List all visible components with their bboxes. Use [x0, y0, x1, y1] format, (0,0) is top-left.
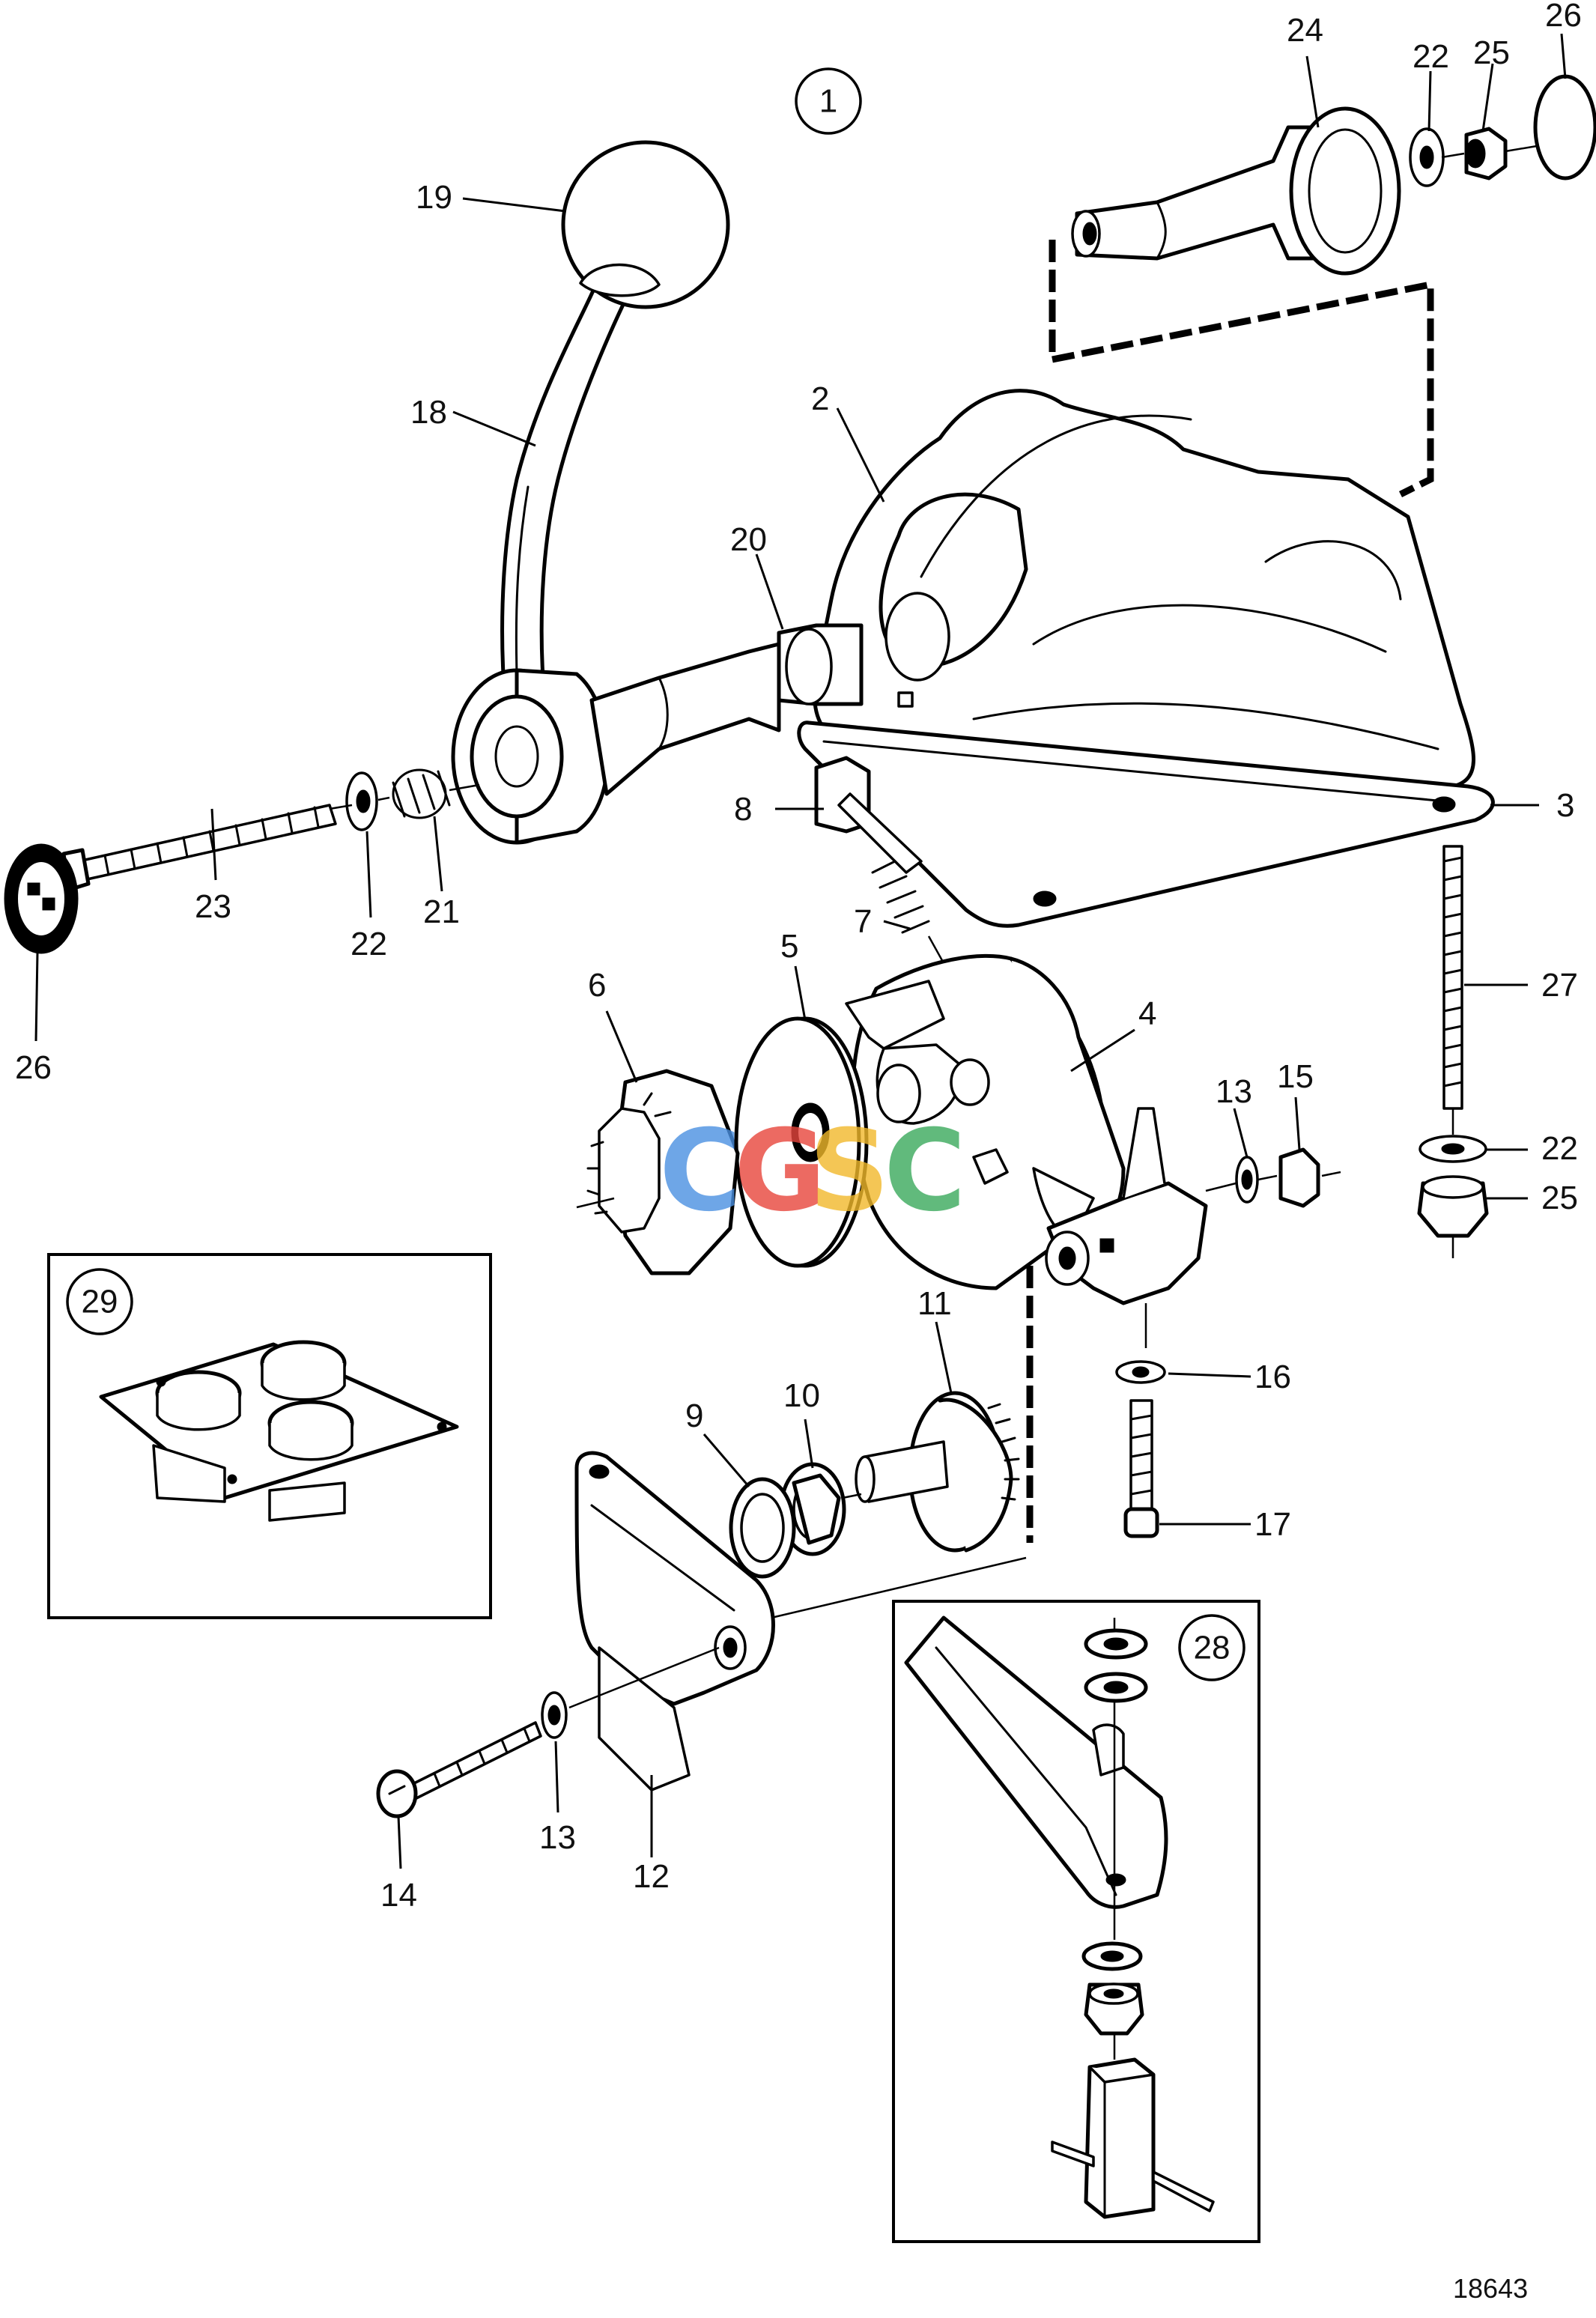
callout-26-left: 26 — [15, 1049, 52, 1086]
detent-plate — [845, 953, 1126, 1290]
control-cover-housing — [797, 389, 1495, 928]
callout-25-right: 25 — [1541, 1180, 1578, 1216]
callout-8: 8 — [734, 791, 752, 828]
callout-24: 24 — [1287, 12, 1323, 49]
callout-6: 6 — [588, 967, 606, 1004]
callout-13-lower: 13 — [539, 1819, 576, 1856]
callout-9: 9 — [685, 1398, 703, 1434]
lever-bracket-assembly — [1045, 1107, 1341, 1538]
leader-lines — [34, 33, 1567, 1869]
callout-2: 2 — [811, 380, 829, 417]
callout-27: 27 — [1541, 967, 1578, 1004]
callout-19: 19 — [416, 179, 452, 216]
detent-assembly — [814, 756, 1043, 1139]
callout-22-right: 22 — [1541, 1130, 1578, 1167]
callout-15: 15 — [1277, 1058, 1314, 1095]
callout-7: 7 — [854, 903, 872, 940]
callout-18: 18 — [410, 394, 447, 431]
pivot-bolt-assembly — [4, 768, 480, 954]
inset-29-box: 29 — [47, 1253, 492, 1619]
cover-stud-assembly — [1417, 845, 1489, 1258]
callout-17: 17 — [1254, 1506, 1291, 1543]
callout-16: 16 — [1254, 1359, 1291, 1395]
watermark: C G S C — [659, 1106, 966, 1237]
pinion-gear — [576, 1069, 740, 1275]
gear-sector-assembly — [729, 1391, 1020, 1579]
callout-3: 3 — [1556, 787, 1574, 824]
control-lever — [451, 140, 864, 845]
callout-20: 20 — [730, 521, 767, 558]
callout-10: 10 — [783, 1377, 820, 1414]
watermark-letter-4: C — [884, 1106, 966, 1237]
friction-disc — [734, 1016, 869, 1268]
watermark-letter-3: S — [809, 1106, 890, 1237]
watermark-letter-2: G — [734, 1106, 826, 1237]
callout-labels: 24 22 25 26 19 18 2 20 3 8 7 5 6 4 27 22… — [15, 0, 1582, 1914]
control-shaft-assembly — [1071, 74, 1596, 276]
callout-23: 23 — [195, 888, 231, 925]
inset-28-number: 28 — [1194, 1630, 1231, 1666]
drawing-reference-number: 18643 — [1453, 2273, 1528, 2304]
callout-14: 14 — [380, 1877, 417, 1914]
inset-28-box: 28 — [892, 1600, 1260, 2243]
watermark-letter-1: C — [659, 1106, 741, 1237]
callout-22-left: 22 — [351, 926, 387, 962]
callout-12: 12 — [633, 1858, 670, 1895]
view-number: 1 — [819, 83, 837, 120]
position-sensor-housing — [376, 1451, 1027, 1818]
callout-21: 21 — [423, 893, 460, 930]
view-number-badge: 1 — [795, 67, 862, 135]
inset-29-number: 29 — [82, 1284, 118, 1320]
callout-22-top: 22 — [1413, 38, 1449, 75]
callout-26-top: 26 — [1545, 0, 1582, 34]
callout-5: 5 — [780, 928, 798, 965]
callout-25-top: 25 — [1473, 34, 1510, 71]
callout-13-right: 13 — [1216, 1073, 1252, 1110]
callout-11: 11 — [917, 1285, 952, 1322]
callout-4: 4 — [1138, 995, 1156, 1032]
